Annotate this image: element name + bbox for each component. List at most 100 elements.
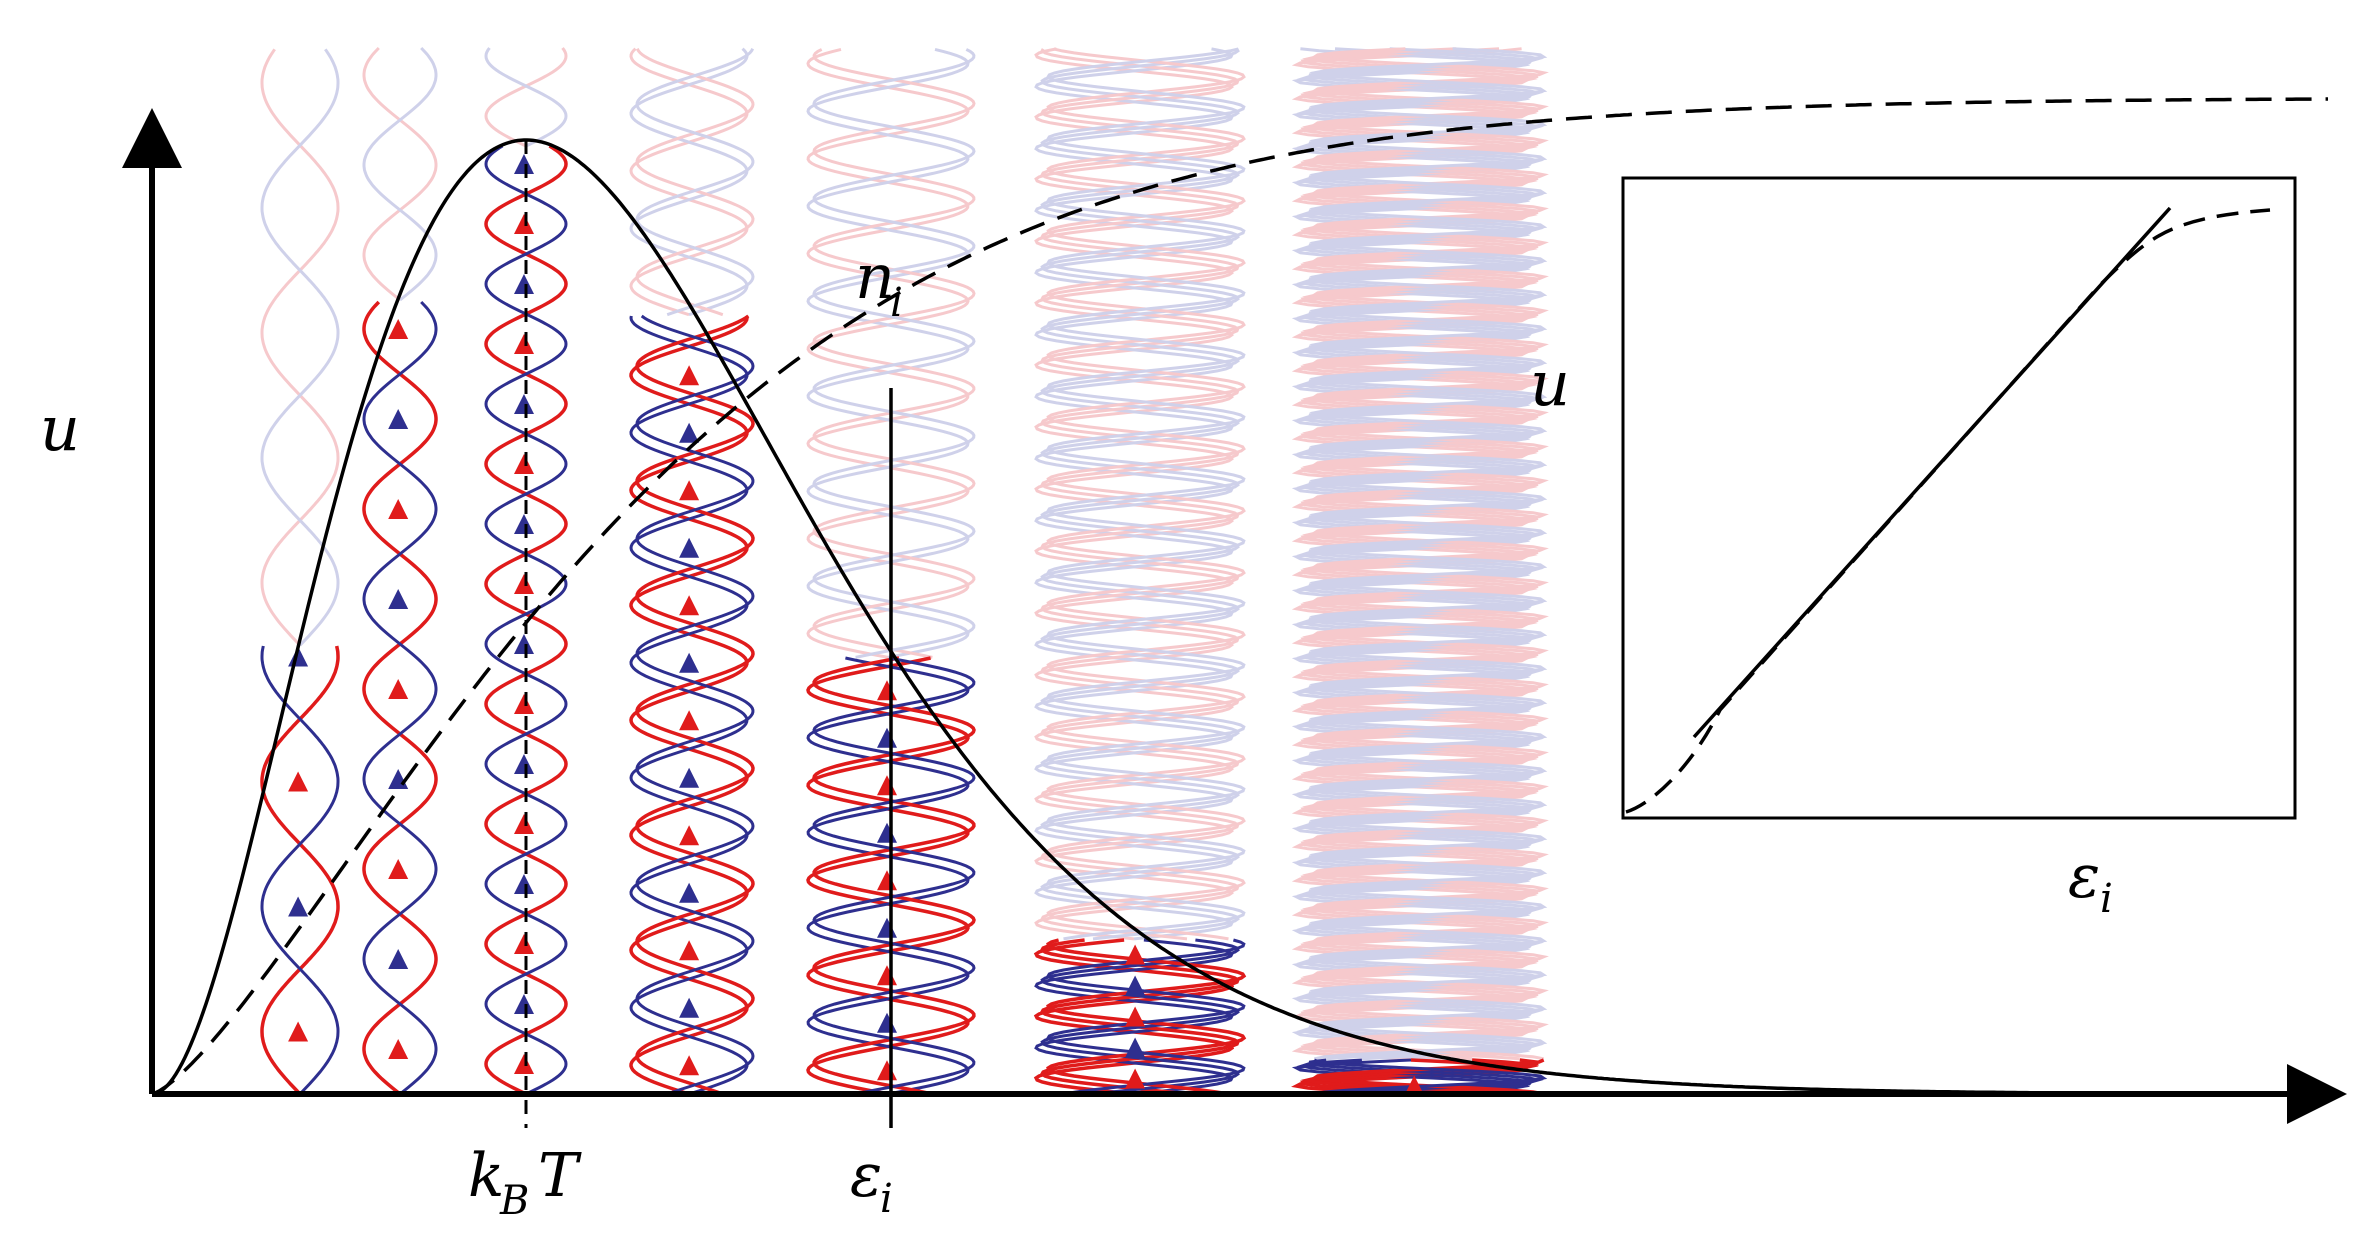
red-mode-wave-4 — [812, 656, 976, 1096]
arrow-head-icon — [877, 870, 897, 891]
blue-mode-wave-3 — [629, 315, 749, 1096]
svg-text:T: T — [538, 1141, 582, 1211]
arrow-head-icon — [514, 574, 534, 594]
faded-mode-patterns — [260, 46, 1549, 1061]
arrow-head-icon — [514, 694, 534, 714]
arrow-head-icon — [388, 859, 409, 879]
inset-dashed-curve — [1625, 208, 2271, 814]
arrow-head-icon — [514, 394, 534, 414]
faded-red-mode-4 — [812, 48, 976, 659]
arrow-head-icon — [1125, 975, 1146, 996]
arrow-head-icon — [679, 997, 700, 1018]
arrow-head-icon — [388, 589, 409, 609]
arrow-head-icon — [679, 480, 700, 501]
arrow-head-icon — [1125, 1037, 1146, 1058]
arrow-head-icon — [679, 882, 700, 903]
epsilon-axis-label: ε i — [850, 1141, 893, 1222]
arrow-head-icon — [514, 274, 534, 294]
faded-blue-mode-6 — [1296, 47, 1534, 1061]
active-mode-patterns — [260, 144, 1548, 1096]
y-axis-label: u — [40, 392, 80, 465]
arrow-head-icon — [514, 1054, 534, 1074]
ni-label: n i — [855, 240, 903, 326]
red-mode-wave-1 — [362, 300, 438, 1096]
blue-mode-wave-3 — [635, 314, 755, 1096]
arrow-head-icon — [514, 994, 534, 1014]
inset-frame — [1621, 176, 2297, 820]
faded-blue-mode-6 — [1307, 47, 1544, 1061]
blue-mode-wave-6 — [1313, 1058, 1548, 1096]
blue-mode-wave-4 — [812, 656, 976, 1096]
blue-mode-wave-5 — [1040, 938, 1240, 1096]
svg-text:i: i — [890, 280, 903, 326]
svg-text:B: B — [499, 1178, 529, 1224]
arrow-head-icon — [877, 727, 897, 748]
faded-red-mode-2 — [484, 47, 568, 148]
faded-red-mode-0 — [260, 48, 340, 647]
svg-text:ε: ε — [2068, 842, 2100, 912]
arrow-head-icon — [1404, 1075, 1425, 1096]
blue-mode-wave-4 — [806, 656, 970, 1096]
arrow-head-icon — [514, 814, 534, 834]
arrow-head-icon — [877, 917, 897, 938]
arrow-head-icon — [514, 334, 534, 354]
arrow-head-icon — [388, 499, 409, 519]
faded-blue-mode-3 — [635, 48, 755, 317]
arrow-head-icon — [679, 595, 700, 616]
arrow-head-icon — [288, 771, 309, 792]
blue-mode-wave-6 — [1307, 1058, 1544, 1096]
blue-mode-wave-2 — [484, 144, 568, 1096]
faded-blue-mode-5 — [1046, 47, 1246, 941]
svg-text:i: i — [880, 1176, 893, 1222]
svg-text:i: i — [2100, 876, 2113, 922]
arrow-head-icon — [679, 365, 700, 386]
arrow-head-icon — [514, 634, 534, 654]
faded-blue-mode-5 — [1040, 48, 1240, 941]
arrow-head-icon — [877, 1012, 897, 1033]
arrow-head-icon — [679, 767, 700, 788]
arrow-head-icon — [388, 319, 409, 339]
red-mode-wave-0 — [260, 645, 340, 1096]
arrow-head-icon — [388, 1039, 409, 1059]
svg-text:k: k — [468, 1141, 504, 1211]
arrow-head-icon — [514, 754, 534, 774]
arrow-head-icon — [514, 214, 534, 234]
faded-red-mode-5 — [1034, 47, 1234, 941]
faded-blue-mode-4 — [812, 48, 976, 659]
faded-red-mode-3 — [629, 47, 749, 317]
blue-mode-wave-0 — [260, 645, 340, 1096]
arrow-head-icon — [877, 775, 897, 796]
arrow-head-icon — [679, 652, 700, 673]
faded-blue-mode-6 — [1309, 47, 1548, 1061]
arrow-head-icon — [388, 679, 409, 699]
faded-blue-mode-2 — [484, 47, 568, 148]
arrow-head-icon — [388, 949, 409, 969]
arrow-head-icon — [514, 154, 534, 174]
blue-mode-wave-1 — [362, 300, 438, 1096]
faded-blue-mode-5 — [1034, 47, 1234, 941]
arrow-head-icon — [514, 874, 534, 894]
arrow-head-icon — [288, 1021, 309, 1042]
arrow-head-icon — [877, 1060, 897, 1081]
faded-red-mode-3 — [635, 48, 755, 317]
arrow-head-icon — [679, 710, 700, 731]
arrow-head-icon — [514, 514, 534, 534]
inset-x-label: ε i — [2068, 842, 2113, 922]
blue-mode-wave-5 — [1046, 938, 1246, 1096]
arrow-head-icon — [679, 422, 700, 443]
red-mode-wave-2 — [484, 144, 568, 1096]
faded-red-mode-5 — [1046, 47, 1246, 941]
arrow-head-icon — [877, 965, 897, 986]
arrow-head-icon — [1125, 944, 1146, 965]
arrow-head-icon — [1125, 1068, 1146, 1089]
arrow-head-icon — [679, 1055, 700, 1076]
arrow-head-icon — [877, 680, 897, 701]
blue-mode-wave-5 — [1034, 938, 1234, 1096]
faded-blue-mode-3 — [629, 47, 749, 317]
arrow-head-icon — [388, 409, 409, 429]
arrow-head-icon — [679, 825, 700, 846]
faded-blue-mode-0 — [260, 48, 340, 647]
red-mode-wave-3 — [629, 315, 749, 1096]
red-mode-wave-3 — [635, 314, 755, 1096]
